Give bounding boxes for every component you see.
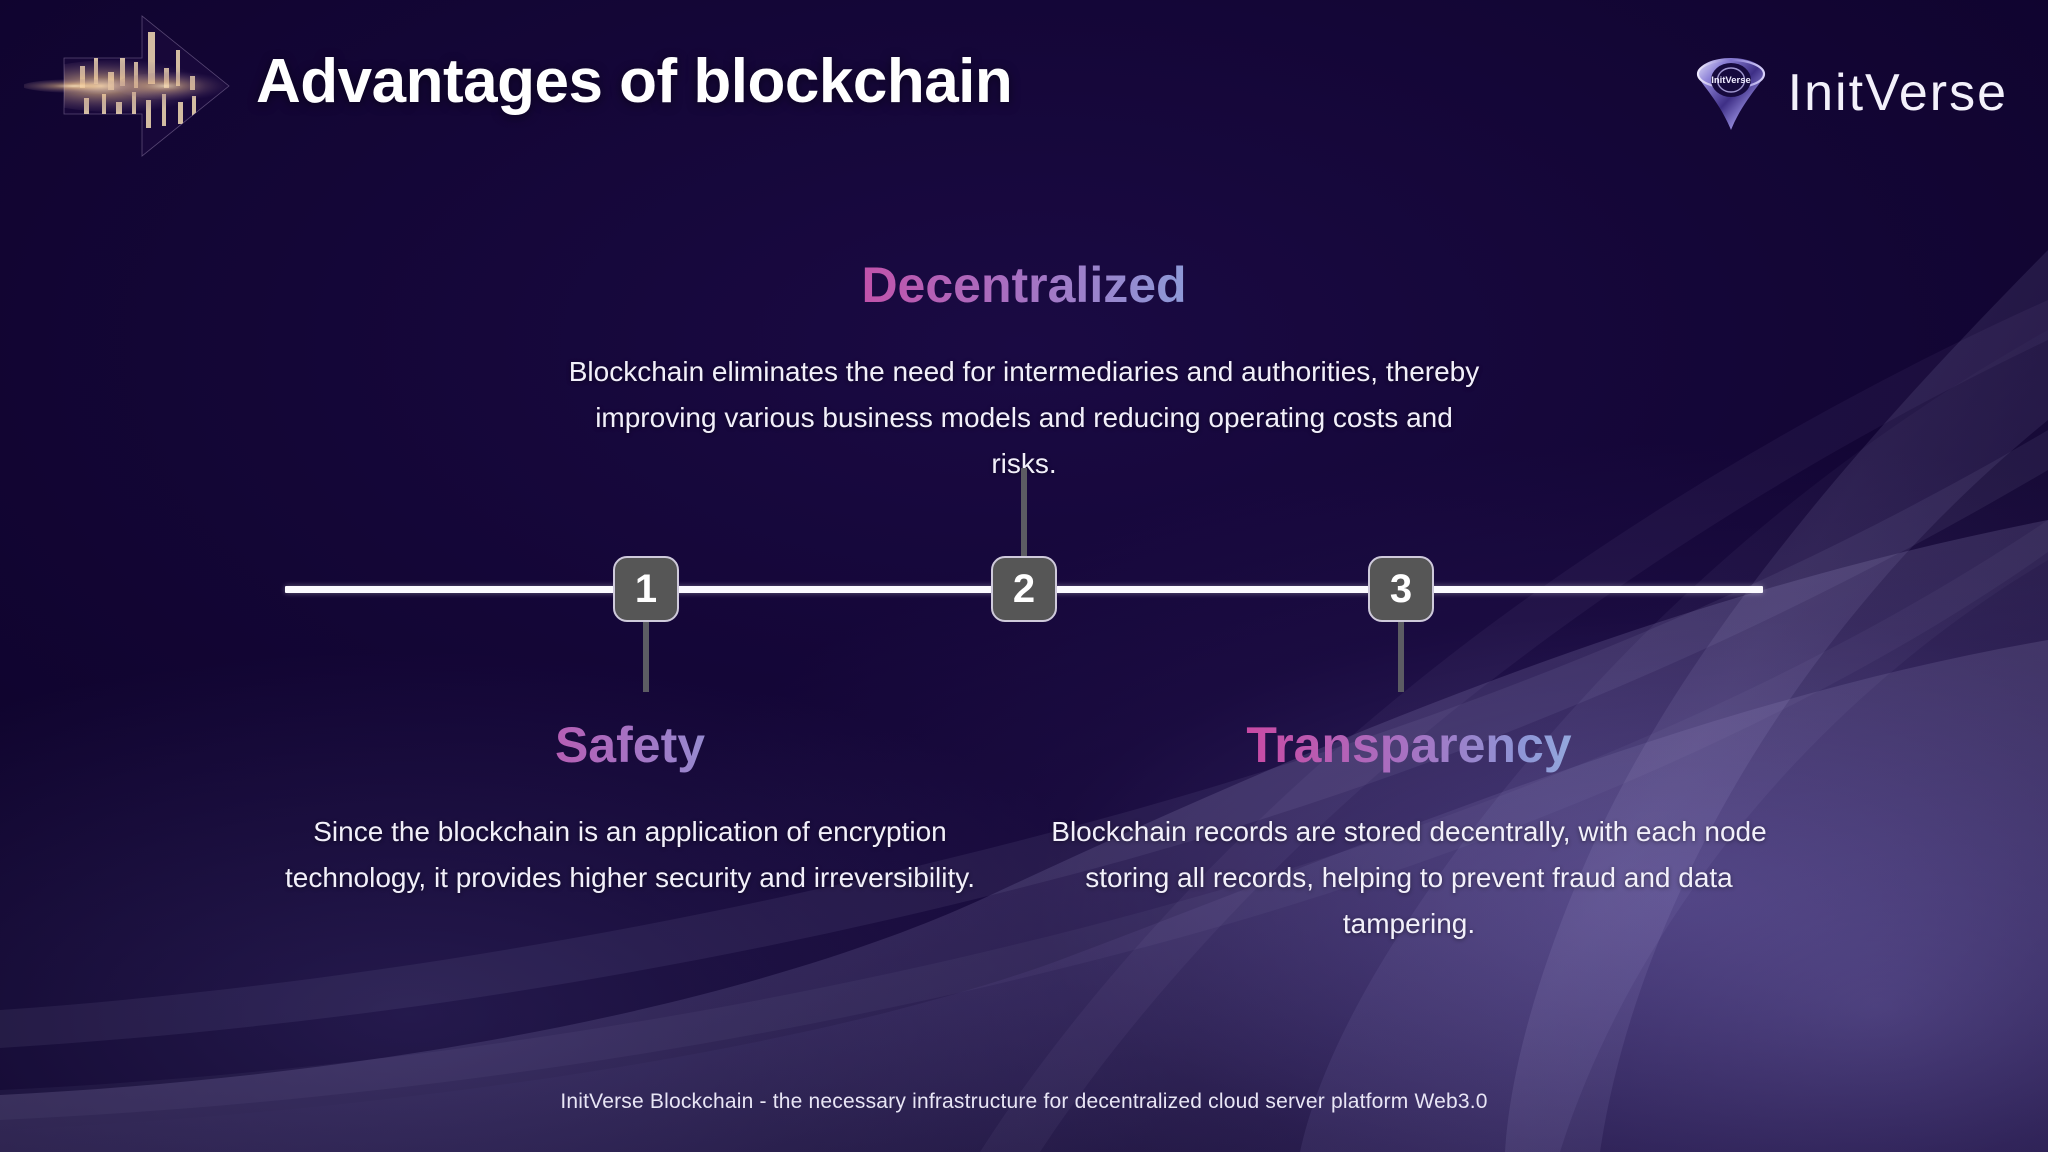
block-decentralized: Decentralized Blockchain eliminates the … (560, 258, 1488, 487)
initverse-cone-icon: InitVerse (1696, 58, 1765, 130)
block-safety-body: Since the blockchain is an application o… (285, 816, 975, 893)
slide-footer: InitVerse Blockchain - the necessary inf… (560, 1090, 1488, 1113)
block-safety: Safety Since the blockchain is an applic… (280, 718, 980, 901)
block-transparency-heading: Transparency (1050, 718, 1768, 773)
block-safety-heading: Safety (280, 718, 980, 773)
timeline-marker-1[interactable]: 1 (613, 556, 679, 622)
block-decentralized-heading: Decentralized (560, 258, 1488, 313)
block-transparency-body: Blockchain records are stored decentrall… (1051, 816, 1767, 939)
brand-logo: InitVerse InitVerse (1694, 52, 2008, 134)
slide-header: Advantages of blockchain (0, 0, 2048, 190)
brand-name: InitVerse (1787, 64, 2008, 122)
block-decentralized-body: Blockchain eliminates the need for inter… (568, 356, 1480, 479)
timeline-marker-2-label: 2 (1012, 566, 1036, 611)
timeline-marker-3-label: 3 (1389, 566, 1413, 611)
timeline-stem-3 (1398, 620, 1404, 692)
timeline-marker-2[interactable]: 2 (991, 556, 1057, 622)
brand-mark-text: InitVerse (1711, 75, 1751, 86)
timeline-marker-3[interactable]: 3 (1368, 556, 1434, 622)
block-transparency: Transparency Blockchain records are stor… (1050, 718, 1768, 947)
timeline-marker-1-label: 1 (634, 566, 658, 611)
timeline-stem-1 (643, 620, 649, 692)
page-title: Advantages of blockchain (256, 47, 1013, 116)
digital-arrow-icon (24, 15, 230, 157)
